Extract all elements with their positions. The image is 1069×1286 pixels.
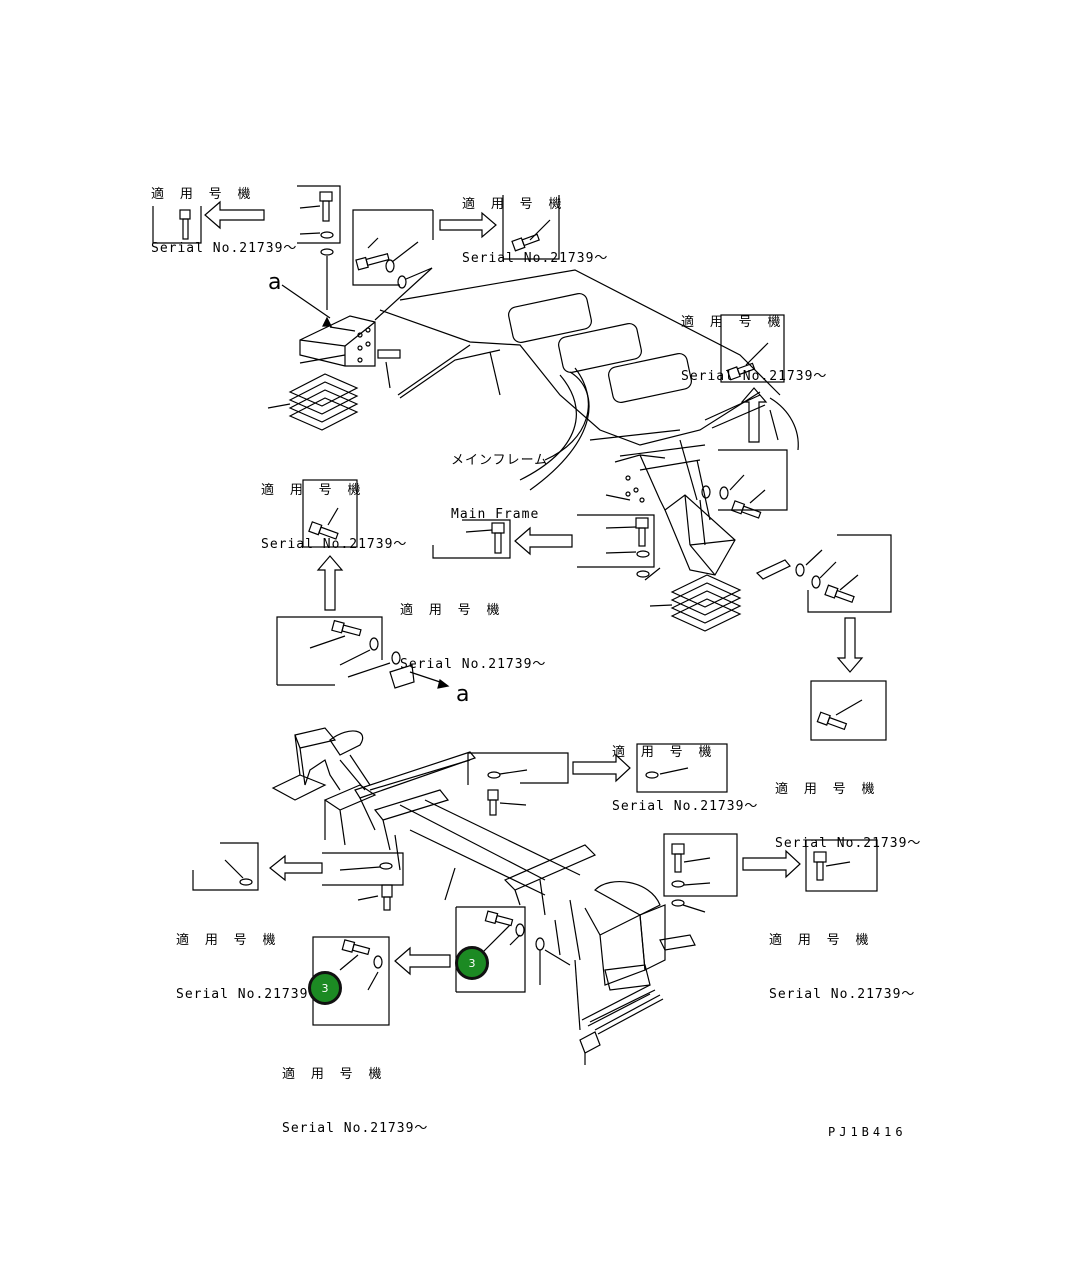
rail-set-lower — [574, 959, 664, 1065]
detail-box-top-center-new — [502, 195, 560, 260]
bolt-icon — [319, 191, 333, 202]
serial-label-jp: 適 用 号 機 — [775, 782, 879, 797]
arrow-left-bottom — [394, 946, 451, 976]
serial-label-en: Serial No.21739～ — [775, 836, 922, 851]
arrow-right-lower — [572, 753, 631, 783]
serial-label-jp: 適 用 号 機 — [282, 1067, 386, 1082]
part-callout-3[interactable]: 3 — [308, 971, 342, 1005]
lower-track-frame — [271, 727, 696, 991]
serial-label-jp: 適 用 号 機 — [681, 315, 785, 330]
serial-label-lower-left: 適 用 号 機 Serial No.21739～ — [176, 896, 322, 1022]
serial-label-en: Serial No.21739～ — [612, 799, 759, 814]
arrow-left — [204, 200, 265, 230]
serial-label-en: Serial No.21739～ — [151, 241, 298, 256]
detail-box-top-left-old — [297, 185, 341, 244]
shim-stack-left — [267, 373, 359, 431]
serial-label-top-right: 適 用 号 機 Serial No.21739～ — [681, 278, 827, 404]
reference-letter-a: a — [268, 270, 282, 295]
serial-label-jp: 適 用 号 機 — [151, 187, 255, 202]
detail-box-left-mid-old — [276, 616, 391, 686]
main-frame — [379, 269, 799, 491]
reference-letter-a: a — [456, 682, 470, 707]
detail-box-right-upper-old — [718, 449, 788, 519]
serial-label-jp: 適 用 号 機 — [769, 933, 873, 948]
shim-stack-right — [649, 574, 742, 632]
serial-label-en: Serial No.21739～ — [462, 251, 609, 266]
mount-bracket-right — [605, 439, 791, 580]
detail-box-lower-left-old — [322, 852, 404, 911]
serial-label-mid-center: 適 用 号 機 Serial No.21739～ — [400, 566, 546, 692]
serial-label-en: Serial No.21739～ — [261, 537, 408, 552]
detail-box-right-mid-new — [810, 680, 887, 741]
serial-label-lower-right: 適 用 号 機 Serial No.21739～ — [769, 896, 915, 1022]
detail-box-lower-left-new — [192, 842, 259, 891]
serial-label-jp: 適 用 号 機 — [612, 745, 716, 760]
serial-label-en: Serial No.21739～ — [681, 369, 828, 384]
arrow-up-right — [740, 387, 768, 443]
detail-box-right-mid-old — [795, 534, 892, 613]
detail-box-lower-right-new — [805, 839, 878, 892]
serial-label-top-center: 適 用 号 機 Serial No.21739～ — [462, 160, 608, 286]
serial-label-jp: 適 用 号 機 — [400, 603, 504, 618]
detail-box-right-upper-new — [720, 314, 785, 383]
bolt-icon — [179, 209, 191, 240]
main-frame-label-jp: メインフレーム — [451, 453, 549, 468]
arrow-right-lower-right — [742, 849, 801, 879]
serial-label-jp: 適 用 号 機 — [261, 483, 365, 498]
detail-box-bottom-center-old — [455, 906, 545, 993]
arrow-right — [439, 211, 497, 239]
serial-label-en: Serial No.21739～ — [282, 1121, 429, 1136]
detail-box-center-new — [432, 519, 511, 559]
arrow-up-left — [316, 555, 344, 611]
serial-label-en: Serial No.21739～ — [176, 987, 323, 1002]
detail-box-top-center-old — [352, 209, 434, 289]
serial-label-bottom: 適 用 号 機 Serial No.21739～ — [282, 1030, 428, 1156]
detail-box-center-old — [577, 514, 661, 581]
serial-label-lower-center: 適 用 号 機 Serial No.21739～ — [612, 708, 758, 834]
arrow-down — [836, 617, 864, 673]
serial-label-top-left: 適 用 号 機 Serial No.21739～ — [151, 150, 297, 276]
main-frame-label: メインフレーム Main Frame — [451, 416, 548, 542]
arrow-left-lower — [269, 854, 323, 882]
serial-label-right-mid: 適 用 号 機 Serial No.21739～ — [775, 745, 921, 871]
detail-box-left-mid-new — [302, 479, 358, 548]
detail-box-lower-center-old — [467, 752, 569, 816]
detail-box-top-left-new — [152, 206, 202, 244]
detail-box-lower-center-new — [636, 743, 728, 793]
part-callout-3[interactable]: 3 — [455, 946, 489, 980]
serial-label-jp: 適 用 号 機 — [176, 933, 280, 948]
serial-label-jp: 適 用 号 機 — [462, 197, 566, 212]
drawing-code: PJ1B416 — [828, 1125, 907, 1139]
serial-label-mid-left: 適 用 号 機 Serial No.21739～ — [261, 446, 407, 572]
mount-bracket-left — [281, 267, 433, 389]
serial-label-en: Serial No.21739～ — [769, 987, 916, 1002]
main-frame-label-en: Main Frame — [451, 507, 540, 522]
arrow-left-center — [514, 526, 573, 556]
serial-label-en: Serial No.21739～ — [400, 657, 547, 672]
detail-box-lower-right-old — [663, 833, 738, 913]
